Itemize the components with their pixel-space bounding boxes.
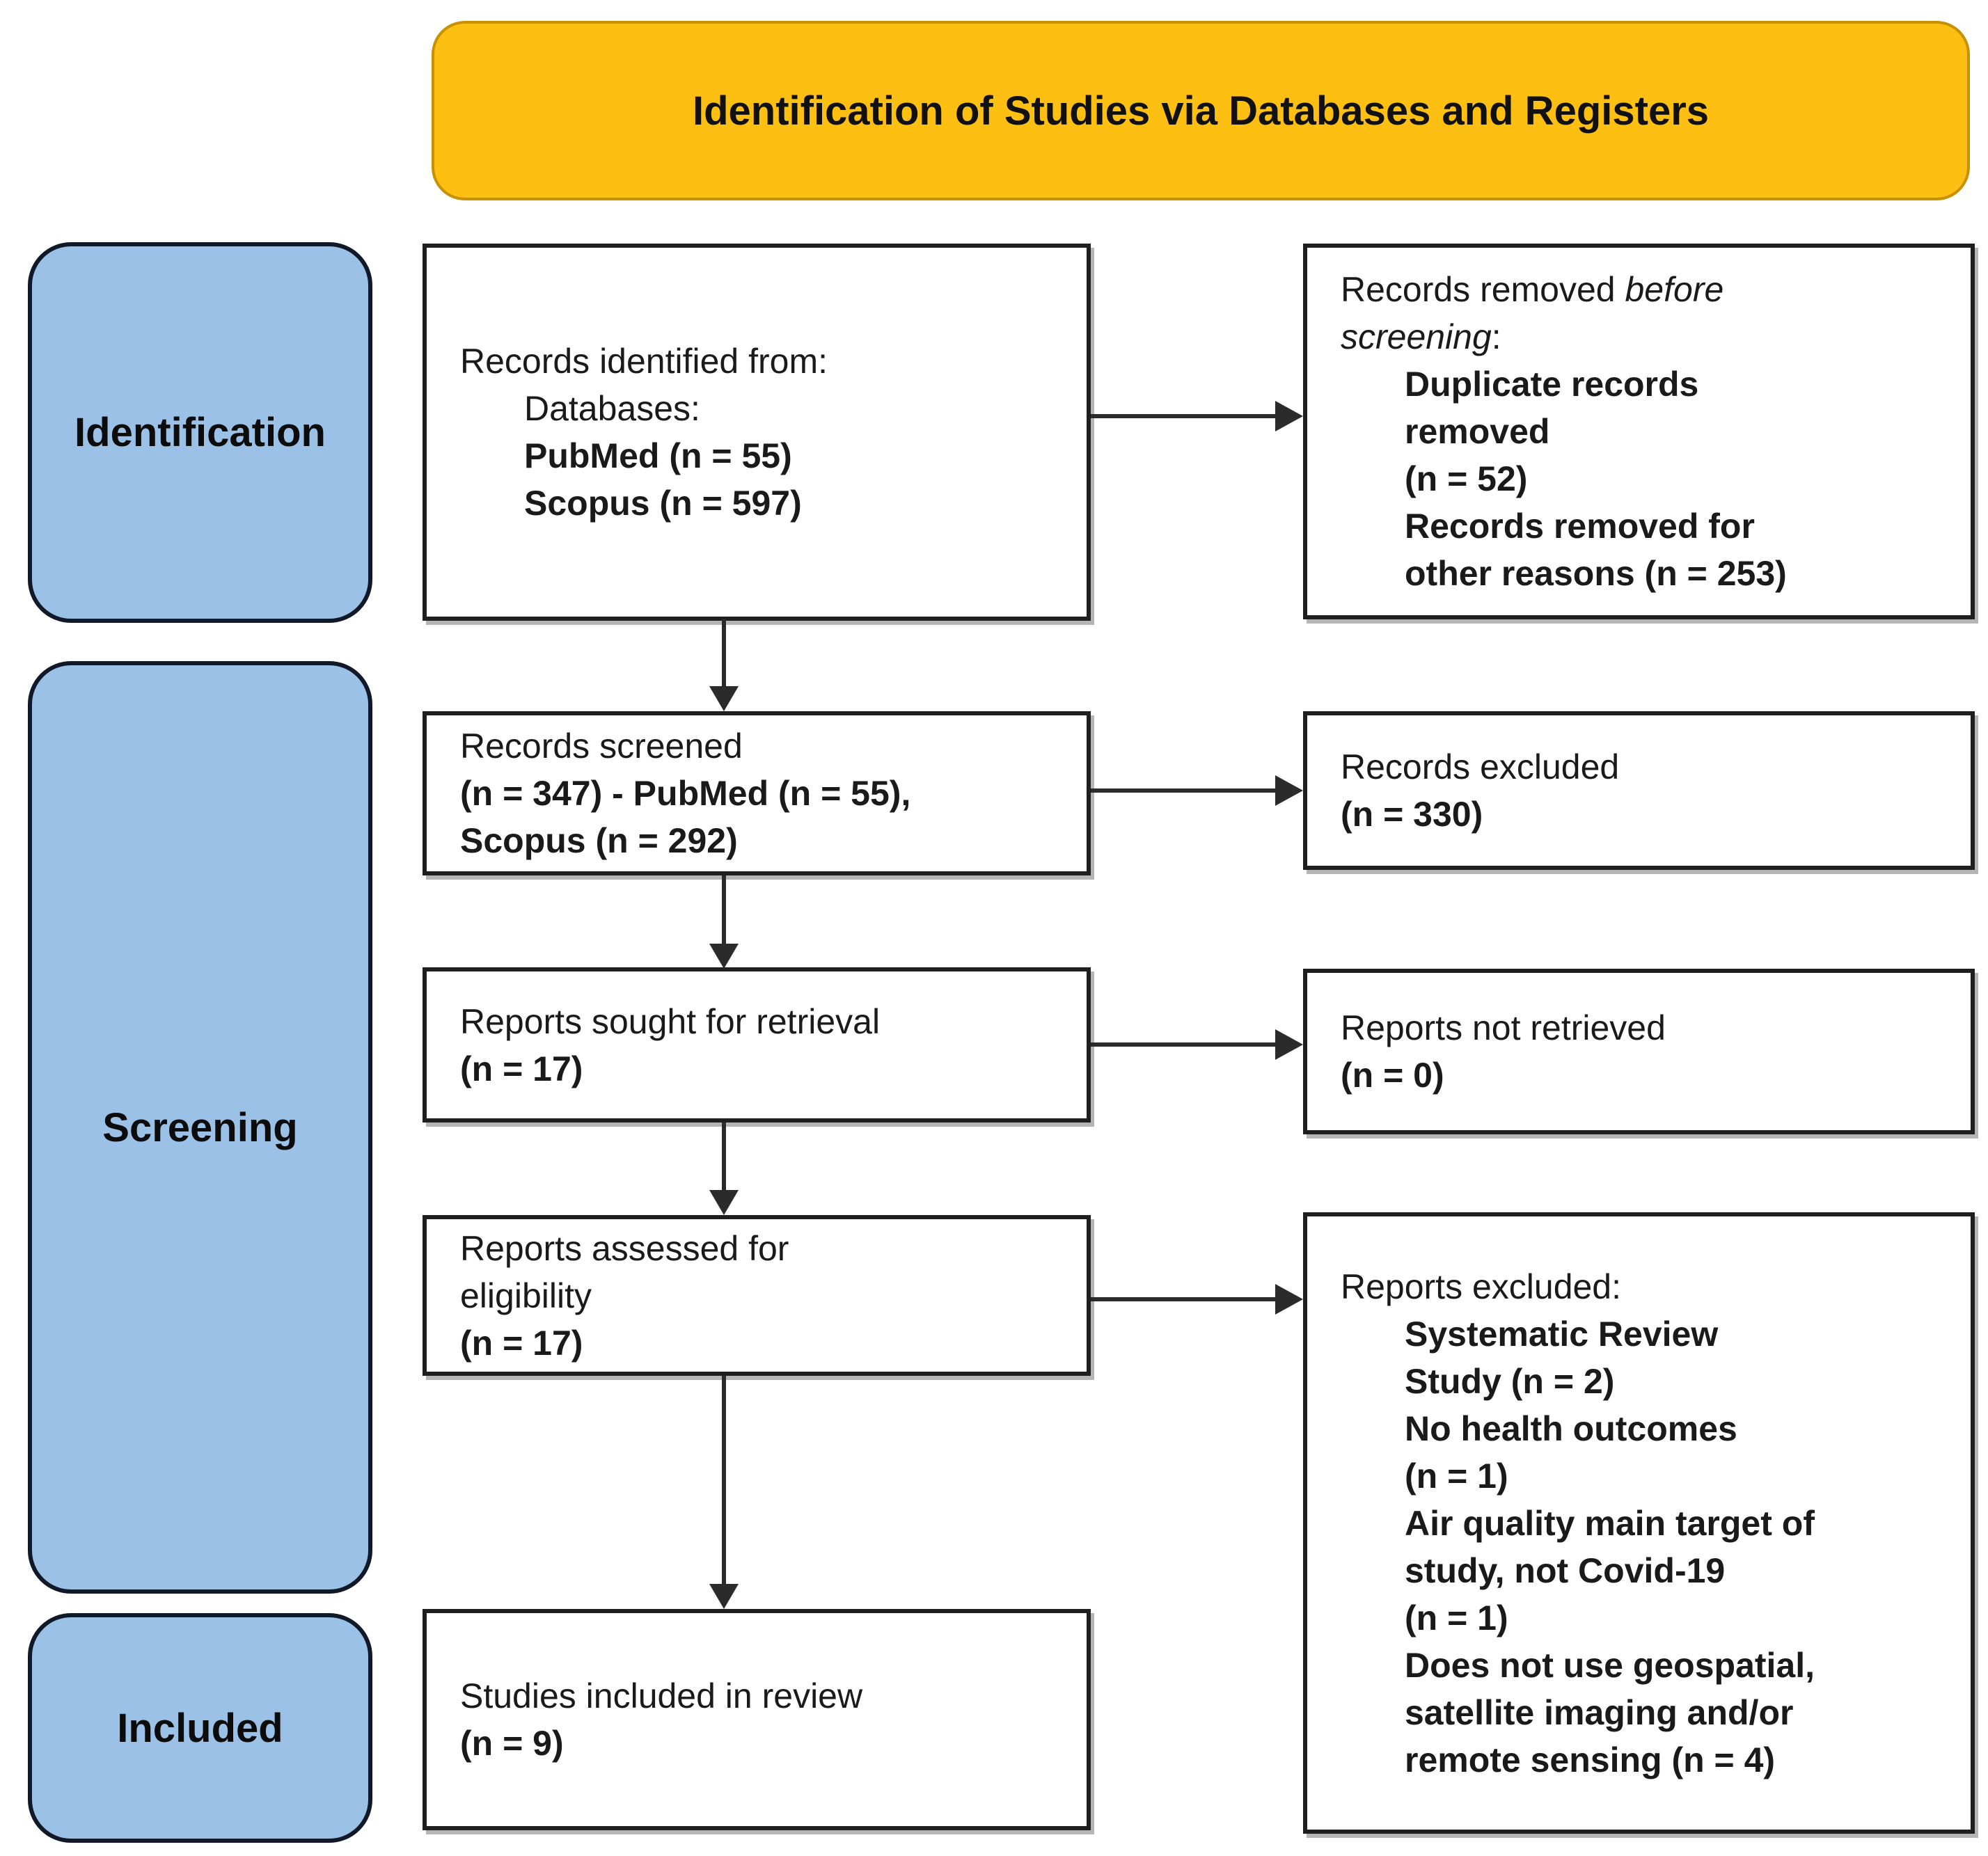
studies-included-l2: (n = 9) [460, 1724, 564, 1763]
box-reports-not-retrieved: Reports not retrieved (n = 0) [1303, 969, 1975, 1134]
reports-excluded-reason3-l3: (n = 1) [1405, 1598, 1508, 1637]
reports-sought-l2: (n = 17) [460, 1049, 583, 1088]
arrow-sought-to-not-retrieved [1091, 1042, 1275, 1047]
records-removed-duplicate-l3: (n = 52) [1405, 459, 1528, 498]
reports-not-retrieved-l2: (n = 0) [1341, 1056, 1444, 1095]
arrow-assessed-to-reports-excluded [1091, 1297, 1275, 1301]
box-records-identified: Records identified from: Databases: PubM… [423, 244, 1091, 621]
records-identified-pubmed: PubMed (n = 55) [524, 436, 792, 475]
reports-excluded-reason1-l2: Study (n = 2) [1405, 1361, 1615, 1401]
box-reports-sought: Reports sought for retrieval (n = 17) [423, 967, 1091, 1123]
records-identified-databases: Databases: [524, 389, 700, 428]
records-removed-line2: screening: [1341, 313, 1951, 360]
reports-excluded-reason4-l1: Does not use geospatial, [1405, 1645, 1815, 1685]
box-reports-assessed: Reports assessed for eligibility (n = 17… [423, 1215, 1091, 1376]
arrow-identified-to-removed [1091, 414, 1275, 418]
records-screened-l1: Records screened [460, 727, 743, 766]
records-removed-duplicate-l2: removed [1405, 412, 1550, 451]
studies-included-l1: Studies included in review [460, 1676, 863, 1715]
reports-not-retrieved-l1: Reports not retrieved [1341, 1008, 1666, 1047]
records-removed-duplicate-l1: Duplicate records [1405, 365, 1699, 404]
reports-excluded-reason3-l2: study, not Covid-19 [1405, 1550, 1726, 1590]
reports-excluded-reason3-l1: Air quality main target of [1405, 1503, 1815, 1543]
stage-included: Included [28, 1613, 372, 1843]
reports-excluded-reason4-l2: satellite imaging and/or [1405, 1692, 1794, 1732]
box-records-removed: Records removed before screening: Duplic… [1303, 244, 1975, 619]
reports-assessed-l1: Reports assessed for [460, 1228, 789, 1268]
title-banner-label: Identification of Studies via Databases … [692, 88, 1710, 134]
reports-excluded-reason4-l3: remote sensing (n = 4) [1405, 1740, 1776, 1779]
records-screened-l2: (n = 347) - PubMed (n = 55), [460, 774, 911, 813]
records-excluded-l2: (n = 330) [1341, 795, 1483, 834]
arrow-sought-to-assessed [722, 1123, 726, 1190]
reports-assessed-l2: eligibility [460, 1276, 592, 1315]
arrow-screened-to-excluded [1091, 788, 1275, 793]
arrow-assessed-to-included [722, 1376, 726, 1584]
box-reports-excluded: Reports excluded: Systematic Review Stud… [1303, 1212, 1975, 1834]
records-removed-line1: Records removed before [1341, 266, 1951, 313]
records-screened-l3: Scopus (n = 292) [460, 821, 738, 860]
stage-included-label: Included [117, 1705, 283, 1751]
box-studies-included: Studies included in review (n = 9) [423, 1609, 1091, 1830]
records-identified-scopus: Scopus (n = 597) [524, 484, 802, 523]
stage-identification-label: Identification [74, 410, 326, 455]
records-removed-line2-italic: screening [1341, 317, 1492, 356]
reports-excluded-reason1-l1: Systematic Review [1405, 1314, 1719, 1354]
reports-excluded-reason2-l1: No health outcomes [1405, 1409, 1737, 1448]
records-identified-intro: Records identified from: [460, 342, 828, 381]
stage-screening-label: Screening [102, 1104, 298, 1150]
records-removed-line1-italic: before [1625, 270, 1724, 309]
arrow-identified-to-screened [722, 619, 726, 686]
stage-identification: Identification [28, 242, 372, 623]
reports-excluded-header: Reports excluded: [1341, 1267, 1622, 1306]
records-removed-other-l1: Records removed for [1405, 507, 1755, 546]
reports-sought-l1: Reports sought for retrieval [460, 1001, 881, 1041]
stage-screening: Screening [28, 661, 372, 1594]
records-removed-line2-suffix: : [1491, 317, 1501, 356]
records-removed-line1-regular: Records removed [1341, 270, 1625, 309]
reports-excluded-reason2-l2: (n = 1) [1405, 1456, 1508, 1496]
arrow-screened-to-sought [722, 875, 726, 944]
title-banner: Identification of Studies via Databases … [432, 21, 1970, 200]
reports-assessed-l3: (n = 17) [460, 1323, 583, 1363]
records-removed-other-l2: other reasons (n = 253) [1405, 554, 1787, 593]
box-records-screened: Records screened (n = 347) - PubMed (n =… [423, 711, 1091, 875]
records-excluded-l1: Records excluded [1341, 747, 1620, 786]
box-records-excluded: Records excluded (n = 330) [1303, 711, 1975, 870]
